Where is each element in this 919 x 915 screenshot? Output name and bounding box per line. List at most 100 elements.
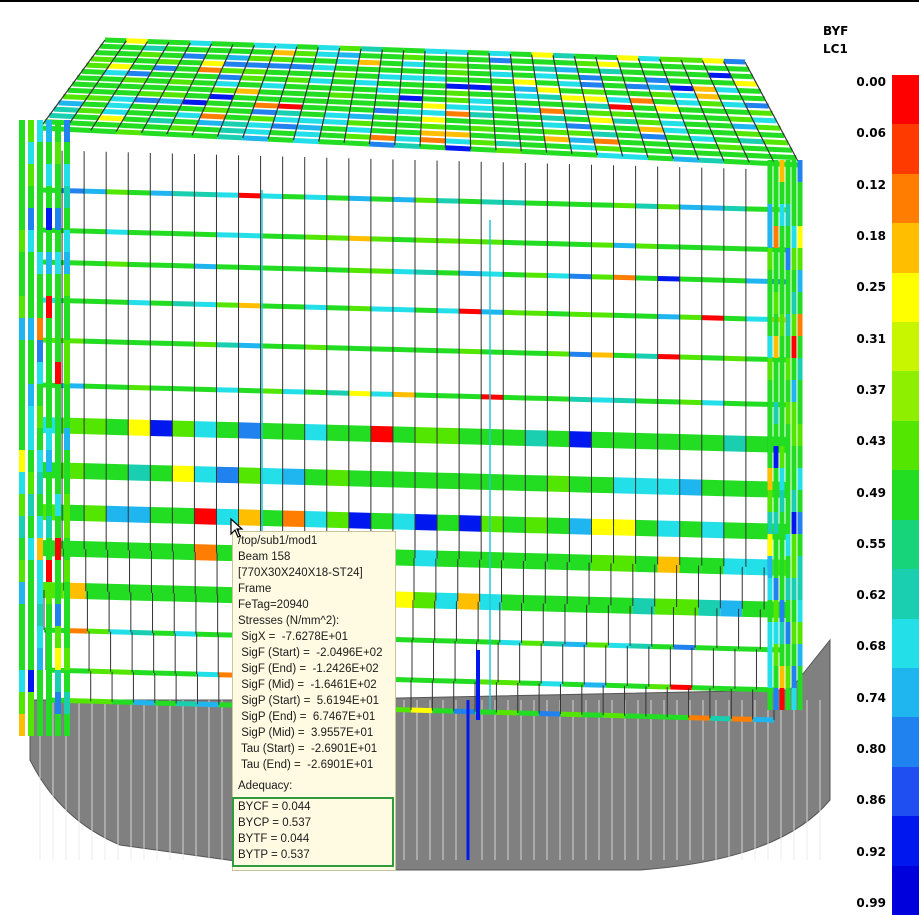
deck-longitudinal bbox=[597, 152, 623, 159]
deck-longitudinal bbox=[379, 67, 402, 74]
stiffener-segment bbox=[657, 433, 680, 451]
stiffener-segment bbox=[457, 593, 480, 610]
stiffener-segment bbox=[216, 302, 239, 308]
stiffener-segment bbox=[83, 541, 107, 558]
deck-longitudinal bbox=[424, 55, 447, 62]
deck-longitudinal bbox=[662, 63, 685, 70]
deck-longitudinal bbox=[244, 128, 271, 135]
stiffener-segment bbox=[84, 383, 107, 390]
deck-longitudinal bbox=[614, 125, 640, 132]
deck-longitudinal bbox=[256, 95, 281, 102]
deck-longitudinal bbox=[446, 56, 468, 62]
stiffener-segment bbox=[525, 395, 548, 402]
stiffener-segment bbox=[525, 310, 548, 317]
deck-transverse-line bbox=[723, 60, 776, 165]
stiffener-segment bbox=[716, 645, 739, 652]
deck-longitudinal bbox=[227, 54, 250, 61]
stiffener-segment bbox=[197, 701, 219, 708]
stiffener-segment bbox=[194, 231, 217, 238]
stiffener-segment bbox=[503, 394, 526, 401]
stiffener-segment bbox=[545, 595, 568, 613]
deck-longitudinal bbox=[333, 72, 357, 79]
stiffener-segment bbox=[635, 353, 658, 359]
deck-longitudinal bbox=[741, 95, 765, 102]
stiffener-segment bbox=[260, 388, 283, 394]
stiffener-segment bbox=[745, 480, 769, 498]
stiffener-segment bbox=[434, 638, 457, 644]
deck-transverse-line bbox=[680, 59, 725, 162]
deck-longitudinal bbox=[382, 47, 404, 53]
deck-longitudinal bbox=[511, 65, 534, 72]
deck-longitudinal bbox=[490, 78, 514, 85]
stiffener-segment bbox=[238, 467, 261, 484]
stiffener-segment bbox=[547, 430, 570, 448]
stiffener-segment bbox=[85, 583, 108, 600]
deck-longitudinal bbox=[381, 53, 404, 60]
stiffener-segment bbox=[591, 397, 614, 403]
deck-longitudinal bbox=[229, 48, 252, 55]
legend-color-segment bbox=[892, 223, 919, 274]
stiffener-segment bbox=[591, 274, 614, 280]
deck-longitudinal bbox=[294, 131, 321, 138]
deck-longitudinal bbox=[555, 66, 578, 73]
deck-longitudinal bbox=[627, 90, 651, 97]
stiffener-segment bbox=[613, 432, 636, 449]
stiffener-segment bbox=[723, 522, 747, 539]
stiffener-segment bbox=[106, 229, 129, 235]
deck-longitudinal bbox=[123, 77, 147, 84]
stiffener-segment bbox=[392, 236, 416, 243]
deck-longitudinal bbox=[182, 99, 207, 106]
stiffener-segment bbox=[414, 550, 438, 567]
stiffener-segment bbox=[194, 508, 217, 525]
stiffener-segment bbox=[84, 298, 107, 305]
deck-longitudinal bbox=[539, 101, 563, 108]
stiffener-segment bbox=[679, 276, 702, 283]
deck-longitudinal bbox=[95, 50, 118, 56]
deck-longitudinal bbox=[511, 58, 533, 65]
stiffener-segment bbox=[539, 711, 561, 717]
deck-transverse-line bbox=[467, 52, 472, 149]
stiffener-segment bbox=[172, 263, 195, 269]
stiffener-segment bbox=[150, 385, 173, 392]
stiffener-segment bbox=[517, 710, 540, 717]
deck-longitudinal bbox=[647, 155, 674, 162]
deck-longitudinal bbox=[138, 90, 163, 97]
stiffener-segment bbox=[106, 339, 129, 345]
stiffener-segment bbox=[326, 195, 349, 201]
stiffener-segment bbox=[723, 558, 747, 575]
stiffener-segment bbox=[591, 518, 614, 536]
deck-longitudinal bbox=[243, 68, 267, 75]
deck-longitudinal bbox=[445, 131, 471, 138]
stiffener-segment bbox=[133, 699, 155, 706]
deck-longitudinal bbox=[183, 53, 206, 60]
deck-longitudinal bbox=[227, 107, 253, 115]
deck-longitudinal bbox=[353, 86, 377, 93]
stiffener-segment bbox=[128, 464, 151, 481]
stiffener-segment bbox=[560, 711, 582, 718]
deck-longitudinal bbox=[339, 45, 362, 52]
deck-longitudinal bbox=[467, 56, 490, 63]
deck-longitudinal bbox=[532, 59, 555, 65]
stiffener-segment bbox=[282, 265, 305, 272]
legend-tick-label: 0.92 bbox=[856, 844, 886, 859]
deck-longitudinal bbox=[254, 102, 279, 109]
deck-longitudinal bbox=[401, 68, 425, 74]
stiffener-segment bbox=[480, 515, 504, 533]
deck-longitudinal bbox=[218, 74, 242, 81]
stiffener-segment bbox=[110, 669, 133, 675]
stiffener-segment bbox=[547, 396, 570, 402]
stiffener-segment bbox=[670, 684, 692, 691]
deck-longitudinal bbox=[119, 83, 143, 90]
deck-longitudinal bbox=[166, 131, 193, 138]
stiffener-segment bbox=[370, 391, 394, 397]
stiffener-segment bbox=[679, 354, 702, 361]
stiffener-segment bbox=[679, 557, 702, 574]
stiffener-segment bbox=[370, 512, 394, 530]
stiffener-segment bbox=[150, 190, 173, 197]
legend-color-segment bbox=[892, 75, 919, 125]
deck-longitudinal bbox=[535, 80, 559, 87]
stiffener-segment bbox=[459, 348, 482, 355]
deck-longitudinal bbox=[100, 43, 123, 50]
deck-longitudinal bbox=[318, 139, 345, 146]
